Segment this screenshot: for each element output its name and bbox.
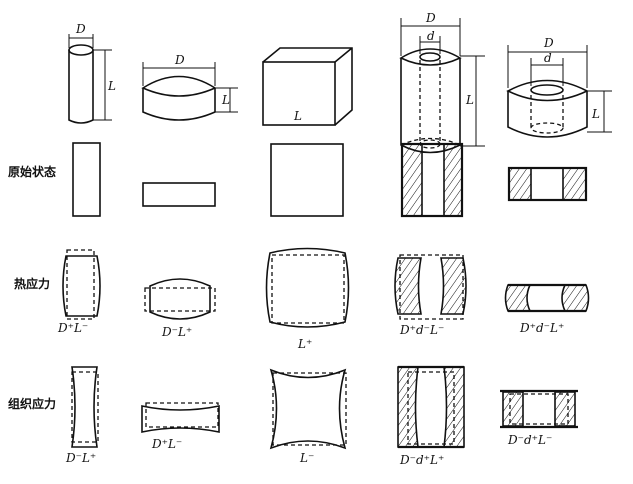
ring-3d: D d L [506, 36, 612, 138]
label-cube-thermal: L⁺ [297, 337, 312, 351]
dim-D: D [75, 22, 86, 36]
dim-D: D [543, 36, 554, 50]
label-ring-structural: D⁻d⁺L⁻ [507, 433, 552, 447]
row-label-structural: 组织应力 [8, 396, 56, 411]
label-rod-structural: D⁻L⁺ [65, 451, 96, 465]
hollow-cylinder-structural: D⁻d⁺L⁺ [397, 365, 465, 467]
dim-D: D [425, 11, 436, 25]
rod-structural: D⁻L⁺ [65, 366, 99, 465]
dim-d: d [544, 51, 552, 65]
dim-L: L [591, 107, 600, 121]
label-rod-thermal: D⁺L⁻ [57, 321, 88, 335]
cube-original [270, 143, 344, 217]
cylinder-rod-3d: D L [68, 22, 116, 124]
disc-structural: D⁺L⁻ [141, 402, 220, 451]
ring-original [507, 166, 588, 202]
cube-thermal: L⁺ [265, 247, 350, 351]
dim-d: d [427, 29, 435, 43]
dim-L: L [293, 109, 302, 123]
row-label-thermal: 热应力 [14, 276, 50, 291]
label-hollow-cylinder-thermal: D⁺d⁻L⁻ [399, 323, 444, 337]
hollow-cylinder-thermal: D⁺d⁻L⁻ [394, 254, 467, 337]
hollow-cylinder-3d: D d L [399, 11, 485, 154]
label-hollow-cylinder-structural: D⁻d⁺L⁺ [399, 453, 444, 467]
cube-3d: L [262, 47, 353, 126]
rod-thermal: D⁺L⁻ [57, 249, 101, 335]
dim-L: L [221, 93, 230, 107]
ring-structural: D⁻d⁺L⁻ [500, 389, 578, 447]
rod-original [72, 142, 101, 217]
label-disc-structural: D⁺L⁻ [151, 437, 182, 451]
disc-thermal: D⁻L⁺ [144, 278, 216, 339]
cube-structural: L⁻ [269, 368, 347, 465]
row-label-original: 原始状态 [8, 164, 56, 179]
hollow-cylinder-original [400, 142, 464, 218]
dim-L: L [107, 79, 116, 93]
dim-L: L [465, 93, 474, 107]
disc-3d: D L [141, 53, 238, 121]
dim-D: D [174, 53, 185, 67]
disc-original [142, 182, 216, 207]
label-cube-structural: L⁻ [299, 451, 314, 465]
label-disc-thermal: D⁻L⁺ [161, 325, 192, 339]
ring-thermal: D⁺d⁻L⁺ [504, 283, 590, 335]
label-ring-thermal: D⁺d⁻L⁺ [519, 321, 564, 335]
